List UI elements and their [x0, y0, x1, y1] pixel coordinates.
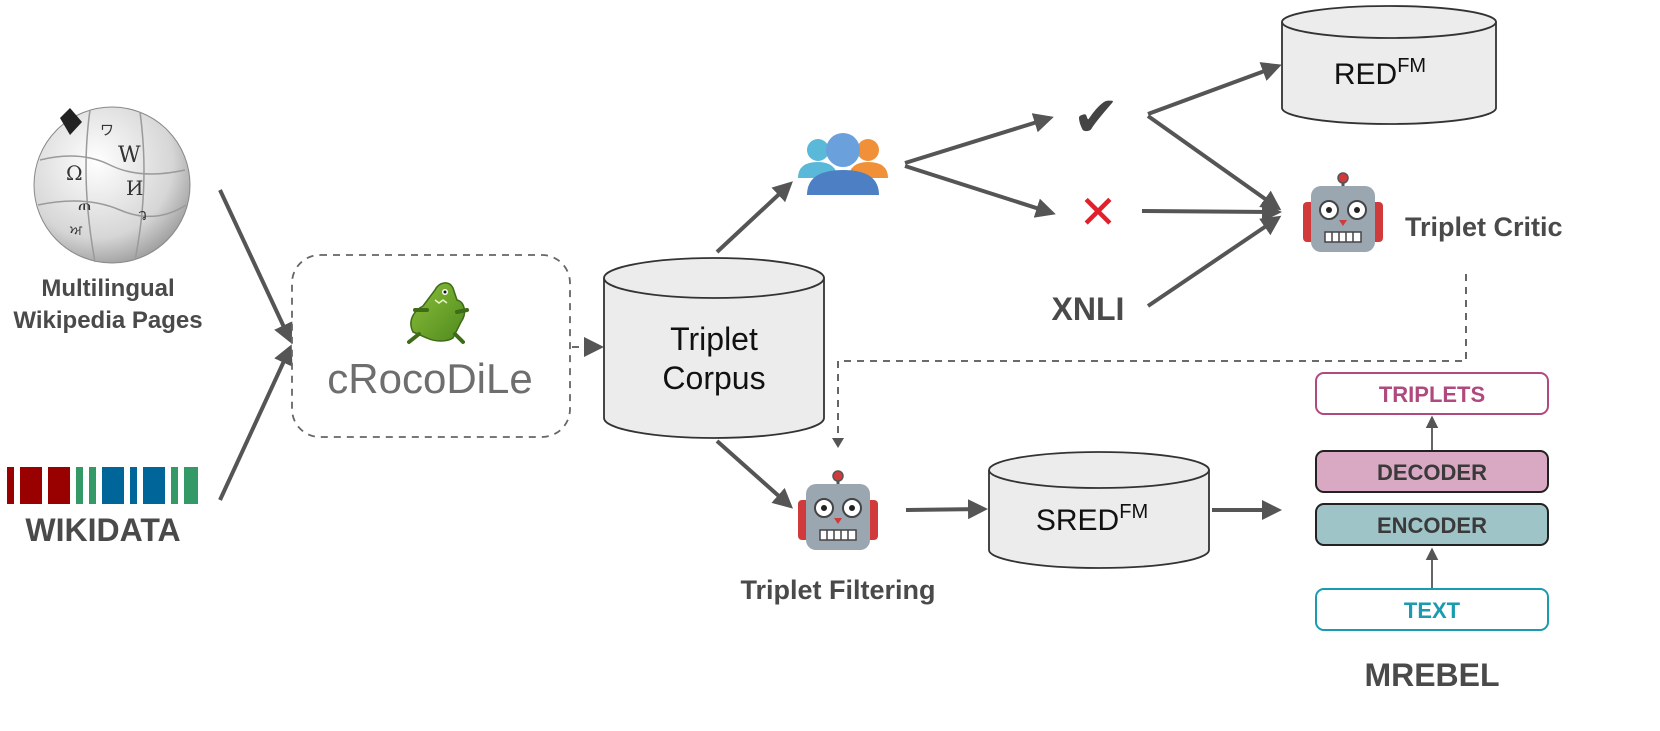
sredfm-label: SREDFM — [1036, 501, 1148, 537]
check-mark-icon: ✔ — [1073, 85, 1120, 150]
svg-text:ワ: ワ — [100, 123, 114, 139]
svg-text:И: И — [126, 176, 143, 200]
svg-text:ጠ: ጠ — [78, 195, 91, 214]
redfm-sup: FM — [1397, 55, 1426, 77]
mrebel-title: MREBEL — [1364, 657, 1499, 693]
cross-mark-icon: ✕ — [1079, 185, 1118, 239]
svg-text:Ω: Ω — [66, 161, 83, 185]
decoder-label: DECODER — [1377, 460, 1487, 485]
encoder-box — [1315, 503, 1549, 546]
robot-icon — [1303, 172, 1383, 252]
encoder-label: ENCODER — [1377, 513, 1487, 538]
robot-icon — [798, 470, 878, 550]
people-group-icon — [798, 133, 888, 195]
critic-to-filtering-arrowhead — [832, 438, 844, 448]
triplet-corpus-line1: Triplet — [670, 321, 758, 357]
svg-text:W: W — [118, 143, 141, 168]
arrow-cross-to-critic — [1141, 201, 1282, 222]
arrow-corpus-to-people — [715, 181, 793, 254]
arrow-filtering-to-sredfm — [905, 499, 988, 520]
arrow-check-to-critic — [1146, 114, 1282, 211]
text-label: TEXT — [1404, 598, 1461, 623]
wikipedia-label-line1: Multilingual — [41, 275, 174, 302]
arrow-wikidata-to-crocodile — [218, 344, 293, 501]
arrow-xnli-to-critic — [1146, 215, 1282, 308]
wikidata-barcode-icon — [7, 467, 198, 504]
arrow-people-to-cross — [904, 164, 1056, 218]
sredfm-sup: FM — [1119, 501, 1148, 523]
wikidata-label: WIKIDATA — [25, 512, 180, 548]
crocodile-box — [291, 254, 571, 438]
wikipedia-globe-icon: Ω W И ጠ ワ ว ਅ — [33, 106, 191, 264]
decoder-box — [1315, 450, 1549, 493]
critic-label: Triplet Critic — [1405, 212, 1563, 242]
arrow-people-to-check — [904, 113, 1054, 165]
arrow-check-to-redfm — [1147, 62, 1282, 116]
redfm-base: RED — [1334, 58, 1397, 91]
crocodile-label: cRocoDiLe — [327, 355, 532, 402]
triplet-corpus-cylinder — [603, 257, 825, 439]
arrow-wikipedia-to-crocodile — [218, 189, 293, 344]
triplets-box — [1315, 372, 1549, 415]
wikipedia-label-line2: Wikipedia Pages — [13, 307, 202, 334]
triplets-label: TRIPLETS — [1379, 382, 1485, 407]
crocodile-icon — [407, 282, 469, 344]
mrebel-model: TRIPLETS DECODER ENCODER TEXT — [1315, 372, 1549, 631]
text-box — [1315, 588, 1549, 631]
filtering-label: Triplet Filtering — [740, 575, 935, 605]
redfm-label: REDFM — [1334, 55, 1426, 91]
triplet-corpus-line2: Corpus — [662, 360, 765, 396]
critic-to-filtering-dashed-line — [837, 274, 1467, 440]
sredfm-cylinder — [988, 451, 1210, 569]
sredfm-base: SRED — [1036, 504, 1119, 537]
redfm-cylinder — [1281, 5, 1497, 125]
svg-text:ਅ: ਅ — [69, 223, 83, 239]
svg-text:ว: ว — [138, 205, 147, 224]
xnli-label: XNLI — [1052, 291, 1125, 327]
arrow-corpus-to-filtering — [715, 439, 793, 509]
